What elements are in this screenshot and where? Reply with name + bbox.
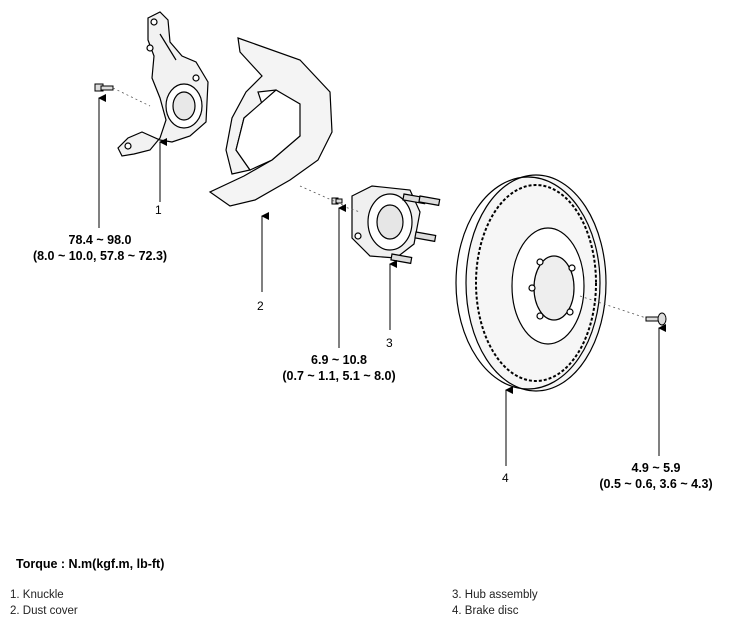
dust-cover-screw-torque: 6.9 ~ 10.8 (0.7 ~ 1.1, 5.1 ~ 8.0) xyxy=(259,352,419,384)
legend-item-brake-disc: 4. Brake disc xyxy=(452,605,519,617)
knuckle-bolt xyxy=(94,83,114,92)
disc-screw xyxy=(645,312,667,326)
knuckle-part xyxy=(117,11,209,157)
exploded-view-diagram xyxy=(94,11,667,466)
disc-screw-torque-nm: 4.9 ~ 5.9 xyxy=(631,461,681,475)
callout-3: 3 xyxy=(386,336,393,350)
callout-1: 1 xyxy=(155,203,162,217)
disc-screw-torque-kgf-lbft: (0.5 ~ 0.6, 3.6 ~ 4.3) xyxy=(599,477,713,491)
brake-disc-part xyxy=(455,174,607,392)
dust-cover-screw-torque-nm: 6.9 ~ 10.8 xyxy=(311,353,367,367)
legend-right: 3. Hub assembly 4. Brake disc xyxy=(452,587,538,619)
dust-cover-part xyxy=(208,37,333,207)
legend-item-dust-cover: 2. Dust cover xyxy=(10,605,78,617)
callout-4: 4 xyxy=(502,471,509,485)
disc-screw-torque: 4.9 ~ 5.9 (0.5 ~ 0.6, 3.6 ~ 4.3) xyxy=(581,460,731,492)
knuckle-bolt-torque-kgf-lbft: (8.0 ~ 10.0, 57.8 ~ 72.3) xyxy=(32,249,168,263)
hub-assembly-part xyxy=(351,185,441,265)
callout-2: 2 xyxy=(257,299,264,313)
knuckle-bolt-torque: 78.4 ~ 98.0 (8.0 ~ 10.0, 57.8 ~ 72.3) xyxy=(20,232,180,264)
dust-cover-screw xyxy=(331,197,343,205)
dust-cover-screw-torque-kgf-lbft: (0.7 ~ 1.1, 5.1 ~ 8.0) xyxy=(282,369,396,383)
legend-item-hub-assembly: 3. Hub assembly xyxy=(452,589,538,601)
legend-left: 1. Knuckle 2. Dust cover xyxy=(10,587,78,619)
knuckle-bolt-torque-nm: 78.4 ~ 98.0 xyxy=(68,233,132,247)
torque-unit-heading: Torque : N.m(kgf.m, lb-ft) xyxy=(16,557,165,571)
legend-item-knuckle: 1. Knuckle xyxy=(10,589,64,601)
